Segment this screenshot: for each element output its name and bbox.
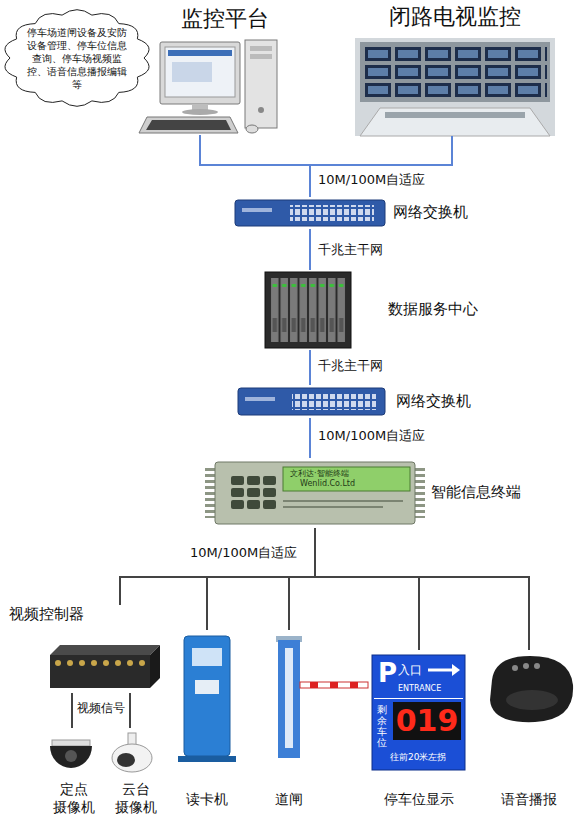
- connector: [309, 418, 311, 458]
- connector: [310, 136, 452, 197]
- node-label: 网络交换机: [393, 203, 468, 223]
- video-controller-icon: [50, 645, 160, 688]
- node-label: 道闸: [275, 790, 303, 808]
- monitor-platform: 监控平台: [140, 5, 280, 135]
- connector: [309, 350, 311, 385]
- connector: [315, 528, 419, 650]
- node-label: 监控平台: [181, 5, 269, 34]
- cctv-wall-photo: [355, 38, 555, 136]
- node-label: 语音播报: [501, 790, 557, 808]
- connector: [315, 528, 529, 650]
- sign-text: 往前20米左拐: [390, 752, 446, 762]
- network-switch: 网络交换机: [233, 197, 488, 229]
- cctv-wall: 闭路电视监控: [355, 3, 555, 136]
- node-label: 云台 摄像机: [102, 780, 170, 816]
- sign-text: 剩余车位: [377, 704, 387, 748]
- voice-broadcast: 语音播报: [483, 650, 575, 810]
- edge-label: 10M/100M自适应: [318, 428, 425, 444]
- node-label: 视频控制器: [9, 605, 84, 625]
- sign-text: 入口: [398, 664, 422, 678]
- switch-icon: [238, 388, 385, 415]
- dome-camera-icon: [50, 740, 92, 768]
- parking-sign-icon: [372, 655, 465, 770]
- card-reader-icon: [178, 636, 236, 762]
- data-server: 数据服务中心: [263, 270, 498, 350]
- node-label: 停车位显示: [384, 790, 454, 808]
- network-switch: 网络交换机: [236, 385, 491, 418]
- fixed-camera: 定点 摄像机: [40, 728, 108, 818]
- barrier-gate-icon: [276, 636, 368, 758]
- barrier-gate: 道闸: [268, 630, 310, 810]
- space-count: 019: [395, 704, 459, 739]
- ptz-camera: 云台 摄像机: [102, 728, 170, 818]
- cloud-shape: [5, 10, 149, 107]
- speaker-icon: [490, 656, 573, 722]
- edge-label: 千兆主干网: [318, 358, 383, 374]
- sign-letter: P: [378, 659, 397, 689]
- node-label: 智能信息终端: [431, 483, 521, 503]
- card-reader: 读卡机: [172, 630, 242, 810]
- video-controller: 视频控制器: [5, 605, 155, 693]
- edge-label: 视频信号: [75, 701, 127, 715]
- node-label: 定点 摄像机: [40, 780, 108, 816]
- node-label: 网络交换机: [396, 392, 471, 412]
- server-icon: [265, 272, 351, 348]
- terminal-icon: [205, 462, 425, 524]
- connector: [289, 528, 315, 630]
- screen-text: Wenlid.Co.Ltd: [300, 479, 355, 488]
- node-label: 读卡机: [186, 790, 228, 808]
- node-label: 数据服务中心: [388, 300, 478, 320]
- connector: [200, 135, 310, 197]
- smart-terminal: 智能信息终端: [203, 458, 538, 528]
- sign-text: ENTRANCE: [398, 684, 441, 693]
- callout-cloud: 停车场道闸设备及安防设备管理、停车位信息查询、停车场视频监控、语音信息播报编辑等: [2, 8, 152, 108]
- computer-icon: [139, 40, 277, 133]
- node-label: 闭路电视监控: [389, 3, 521, 32]
- edge-label: 10M/100M自适应: [318, 172, 425, 188]
- connector: [71, 693, 73, 728]
- node-label: 停车场道闸设备及安防设备管理、停车位信息查询、停车场视频监控、语音信息播报编辑等: [25, 26, 129, 91]
- screen-text: 文利达·智能终端: [290, 469, 349, 478]
- connector: [309, 229, 311, 270]
- switch-icon: [235, 200, 385, 226]
- connector: [207, 528, 315, 630]
- connector: [120, 528, 315, 605]
- edge-label: 千兆主干网: [318, 242, 383, 258]
- ptz-camera-icon: [112, 733, 152, 772]
- connector: [129, 693, 131, 728]
- edge-label: 10M/100M自适应: [190, 545, 297, 561]
